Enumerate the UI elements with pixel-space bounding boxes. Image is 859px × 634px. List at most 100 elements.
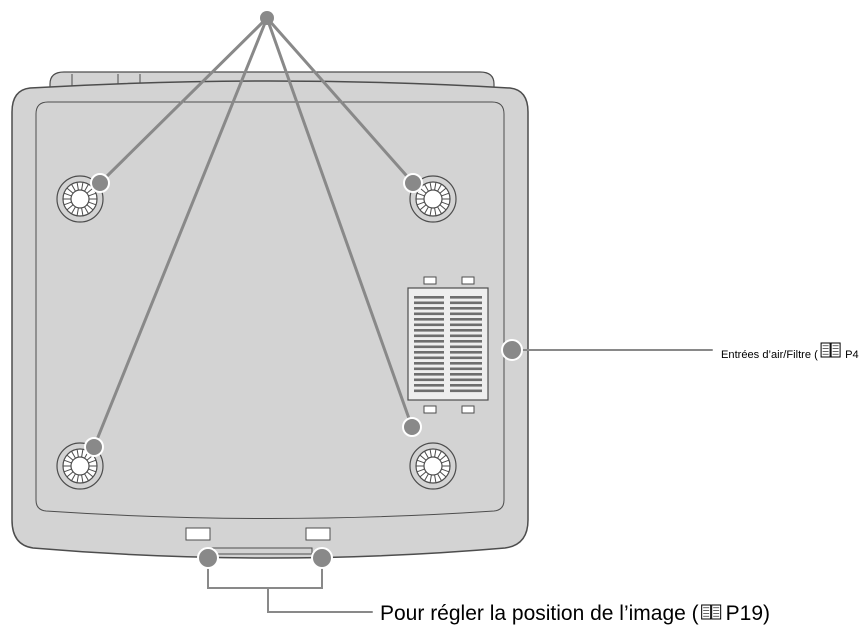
foot-top-right-tread [424,206,429,214]
foot-top-right-tread [429,207,432,216]
vent-slot [450,301,482,305]
foot-bottom-right-tread [419,454,427,461]
foot-top-left-tread [71,206,76,214]
foot-bottom-left-tread [66,471,74,478]
vent-slot [414,301,444,305]
foot-top-right-ring [423,189,443,209]
marker-dots [84,11,523,569]
vent-slot [450,318,482,321]
foot-bottom-left-tread [88,468,97,473]
vent-frame [407,287,489,401]
vent-slot [450,384,482,387]
foot-bottom-left-tread [86,471,94,478]
foot-bottom-left-tread [71,473,76,481]
foot-bottom-right-tread [437,451,442,459]
vent-slot [414,323,444,327]
vent-slot [414,362,444,365]
foot-top-right-tread [419,204,427,211]
vent-slot [450,367,482,371]
foot-bottom-right-ring [423,456,443,476]
vent-slot [414,334,444,338]
vent-slot [414,340,444,343]
leader-lines [92,16,713,613]
book-icon [820,342,841,358]
foot-top-right-tread [439,204,447,211]
foot-bottom-left-ring [70,456,90,476]
foot-top-left-tread [84,184,89,192]
foot-top-right-tread [416,201,425,206]
foot-top-right-tread [429,182,432,191]
marker-dot-foot-top-right [403,173,423,193]
vent-slot [414,318,444,321]
foot-bottom-right-tread [419,471,427,478]
foot-bottom-right [409,442,457,490]
foot-bottom-left-tread [63,468,72,473]
book-icon-page [820,342,831,358]
foot-top-left-tread [66,187,74,194]
foot-bottom-left-tread [76,474,79,483]
marker-dot-adjust-right [311,547,333,569]
marker-dot-foot-bottom-right [402,417,422,437]
foot-top-left-tread [63,192,72,197]
foot-bottom-right-tread [416,468,425,473]
foot-top-left-tread [84,206,89,214]
vent-tab-bottom-right [461,405,475,414]
leader-line-foot-top-left [98,16,269,185]
callout-air-filter: Entrées d’air/Filtre ( [721,349,818,361]
air-vent-filter [407,276,489,414]
projector-inner-panel [35,101,505,519]
vent-slot [450,307,482,310]
foot-bottom-right-tread [439,471,447,478]
book-icon-page [830,342,841,358]
foot-top-left-tread [76,182,79,191]
vent-slot [414,345,444,349]
vent-slot [450,323,482,327]
vent-slot [450,373,482,376]
marker-dot-foot-bottom-left [84,437,104,457]
foot-top-left-tread [88,192,97,197]
foot-top-right-tread [437,206,442,214]
foot-bottom-left-tread [71,451,76,459]
vent-slot [450,340,482,343]
foot-bottom-left-tread [84,473,89,481]
foot-top-right-tread [434,182,437,191]
vent-slot [450,345,482,349]
foot-bottom-left-tread [81,474,84,483]
foot-top-left-tread [88,201,97,206]
foot-top-right-tread [439,187,447,194]
foot-bottom-right-tread [434,474,437,483]
foot-top-left-tread [86,204,94,211]
vent-slot [414,384,444,387]
foot-bottom-right-tread [439,454,447,461]
foot-bottom-left-tread [88,459,97,464]
vent-slots [414,296,482,393]
callout-image-position: Pour régler la position de l’image ( [380,602,699,625]
foot-bottom-right-tread [441,459,450,464]
vent-slot [414,373,444,376]
foot-top-left-tread [66,204,74,211]
vent-slot [414,312,444,316]
book-icon [701,604,722,620]
marker-dot-top-hub [260,11,274,25]
foot-top-left-tread [76,207,79,216]
foot-top-right-tread [437,184,442,192]
foot-top-right-tread [441,201,450,206]
foot-top-left-ring [70,189,90,209]
callout-air-filter-label: Entrées d’air/Filtre ( [721,349,818,361]
vent-slot [414,296,444,299]
vent-slot [450,378,482,382]
foot-top-right-tread [441,192,450,197]
foot-bottom-right-tread [441,468,450,473]
marker-dot-air-filter [501,339,523,361]
callout-image-position-label: Pour régler la position de l’image ( [380,602,699,625]
leader-line-image-position [207,559,373,613]
bottom-slot-left [185,527,211,541]
leader-line-foot-bottom-right [265,16,414,429]
foot-bottom-left-tread [63,459,72,464]
adjust-slider-bar [207,547,313,555]
callout-air-filter-page-ref: P43) [845,349,859,361]
vent-slot [414,307,444,310]
vent-slot [414,389,444,393]
projector-body [11,71,529,559]
